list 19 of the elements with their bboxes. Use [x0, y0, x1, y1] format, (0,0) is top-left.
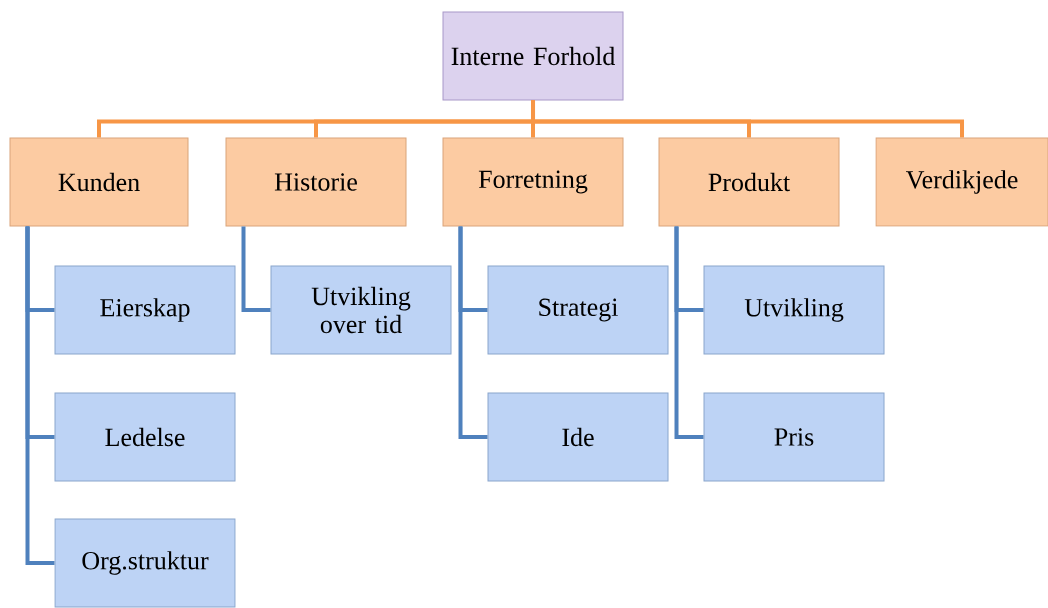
topic-box: Utvikling over tid	[270, 265, 452, 355]
topic-box: Strategi	[487, 265, 669, 355]
topic-box: Org.struktur	[54, 518, 236, 608]
category-box: Verdikjede	[875, 137, 1048, 227]
connector-line	[241, 226, 271, 312]
topic-box: Ledelse	[54, 392, 236, 482]
category-box: Produkt	[658, 137, 840, 227]
root-box: Interne Forhold	[442, 11, 624, 101]
category-box: Historie	[225, 137, 407, 227]
connector-line	[531, 100, 964, 138]
topic-box: Utvikling	[703, 265, 885, 355]
category-box: Forretning	[442, 137, 624, 227]
connector-line	[458, 226, 488, 439]
topic-box: Pris	[703, 392, 885, 482]
topic-box: Ide	[487, 392, 669, 482]
connector-line	[25, 226, 55, 565]
topic-box: Eierskap	[54, 265, 236, 355]
category-box: Kunden	[9, 137, 189, 227]
connector-line	[674, 226, 704, 439]
